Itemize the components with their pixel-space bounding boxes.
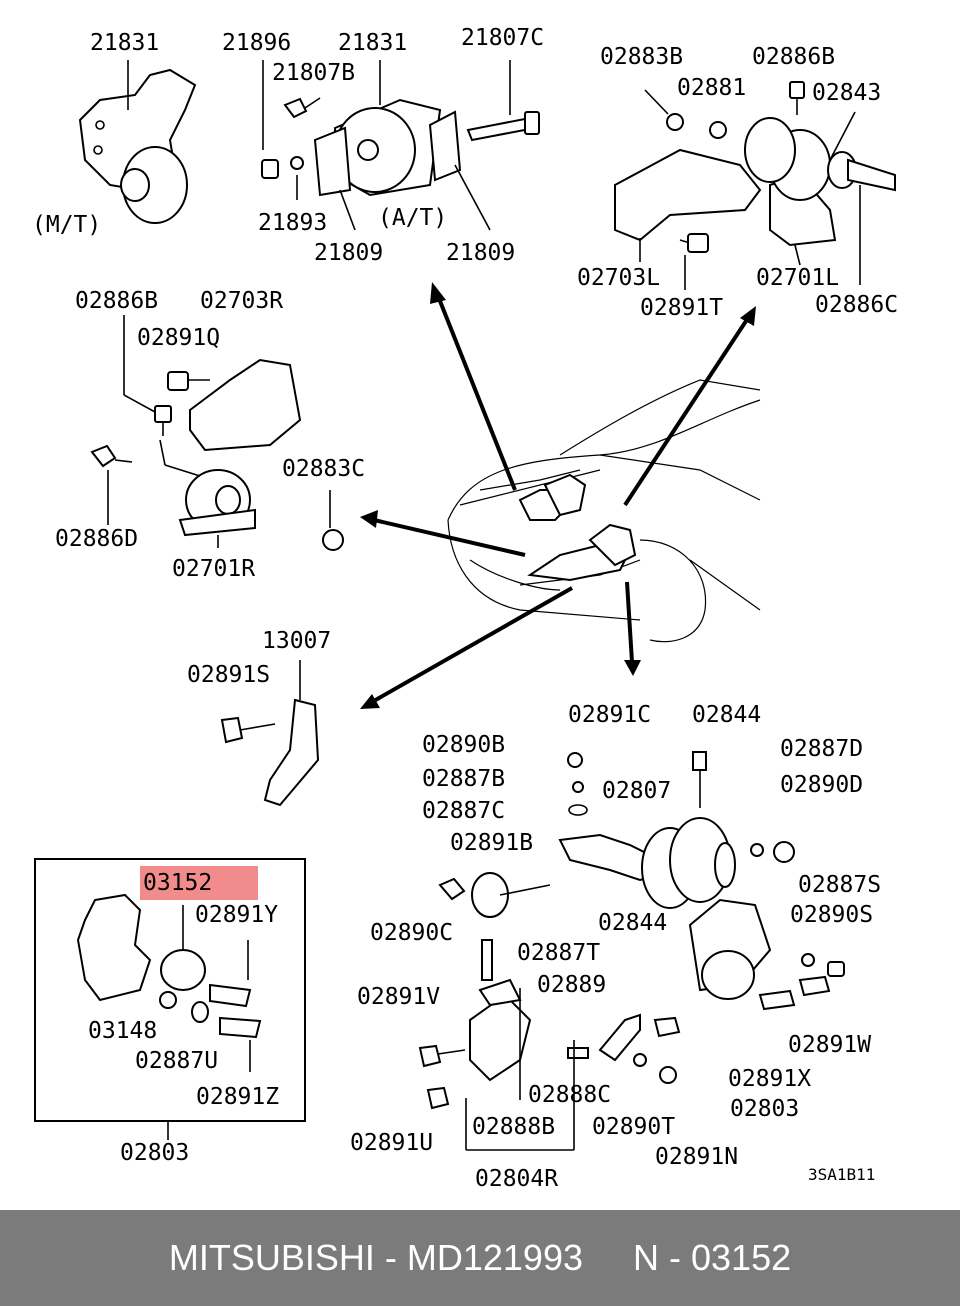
label-02883b: 02883B [600, 44, 683, 70]
label-21807c: 21807C [461, 25, 544, 51]
label-02887s: 02887S [798, 872, 881, 898]
label-21807b: 21807B [272, 60, 355, 86]
label-02886d: 02886D [55, 526, 138, 552]
label-02887t: 02887T [517, 940, 600, 966]
label-02889: 02889 [537, 972, 606, 998]
label-02887u: 02887U [135, 1048, 218, 1074]
label-02701l: 02701L [756, 265, 839, 291]
label-02890d: 02890D [780, 772, 863, 798]
label-02890s: 02890S [790, 902, 873, 928]
label-02803-right: 02803 [730, 1096, 799, 1122]
label-02844-a: 02844 [692, 702, 761, 728]
label-02703r: 02703R [200, 288, 283, 314]
label-02891z: 02891Z [196, 1084, 279, 1110]
label-21893: 21893 [258, 210, 327, 236]
label-mt: (M/T) [32, 212, 101, 238]
label-02843: 02843 [812, 80, 881, 106]
label-02891c: 02891C [568, 702, 651, 728]
label-21809-b: 21809 [446, 240, 515, 266]
car-body-illustration [447, 379, 761, 643]
label-02803: 02803 [120, 1140, 189, 1166]
label-02887c: 02887C [422, 798, 505, 824]
label-02891q: 02891Q [137, 325, 220, 351]
label-13007: 13007 [262, 628, 331, 654]
label-02891w: 02891W [788, 1032, 871, 1058]
front-mount-illustration [418, 751, 845, 1151]
label-02891x: 02891X [728, 1066, 811, 1092]
label-21831-mt: 21831 [90, 30, 159, 56]
highlight-box [140, 866, 258, 900]
label-02888c: 02888C [528, 1082, 611, 1108]
label-02891b: 02891B [450, 830, 533, 856]
bracket-13007-illustration [220, 660, 320, 807]
label-02891y: 02891Y [195, 902, 278, 928]
label-02890t: 02890T [592, 1114, 675, 1140]
label-02886b-left: 02886B [75, 288, 158, 314]
label-02701r: 02701R [172, 556, 255, 582]
label-02888b: 02888B [472, 1114, 555, 1140]
label-02804r: 02804R [475, 1166, 558, 1192]
label-21896: 21896 [222, 30, 291, 56]
label-02891s: 02891S [187, 662, 270, 688]
label-21809-a: 21809 [314, 240, 383, 266]
label-02891u: 02891U [350, 1130, 433, 1156]
right-mount-illustration [90, 315, 344, 551]
label-at: (A/T) [378, 205, 447, 231]
label-03148: 03148 [88, 1018, 157, 1044]
part-labels: 21831 21896 21831 21807C 21807B (M/T) (A… [32, 25, 898, 1192]
inset-box [34, 858, 306, 1140]
left-mount-illustration [614, 81, 896, 290]
footer-part-info: MITSUBISHI - MD121993 N - 03152 [168, 1237, 792, 1278]
footer-bar: MITSUBISHI - MD121993 N - 03152 [0, 1210, 960, 1306]
label-02890b: 02890B [422, 732, 505, 758]
mt-mount-illustration [78, 60, 197, 224]
label-02886b-top: 02886B [752, 44, 835, 70]
parts-diagram: 21831 21896 21831 21807C 21807B (M/T) (A… [32, 25, 898, 1192]
pointer-arrows [360, 282, 756, 709]
label-21831-at: 21831 [338, 30, 407, 56]
label-02890c: 02890C [370, 920, 453, 946]
label-02807: 02807 [602, 778, 671, 804]
diagram-code: 3SA1B11 [808, 1165, 875, 1184]
label-02891v: 02891V [357, 984, 440, 1010]
label-03152: 03152 [143, 870, 212, 896]
label-02844-b: 02844 [598, 910, 667, 936]
label-02891t: 02891T [640, 295, 723, 321]
label-02703l: 02703L [577, 265, 660, 291]
label-02891n: 02891N [655, 1144, 738, 1170]
label-02883c: 02883C [282, 456, 365, 482]
label-02887b: 02887B [422, 766, 505, 792]
label-02887d: 02887D [780, 736, 863, 762]
at-mount-illustration [261, 60, 540, 231]
label-02886c: 02886C [815, 292, 898, 318]
label-02881: 02881 [677, 75, 746, 101]
